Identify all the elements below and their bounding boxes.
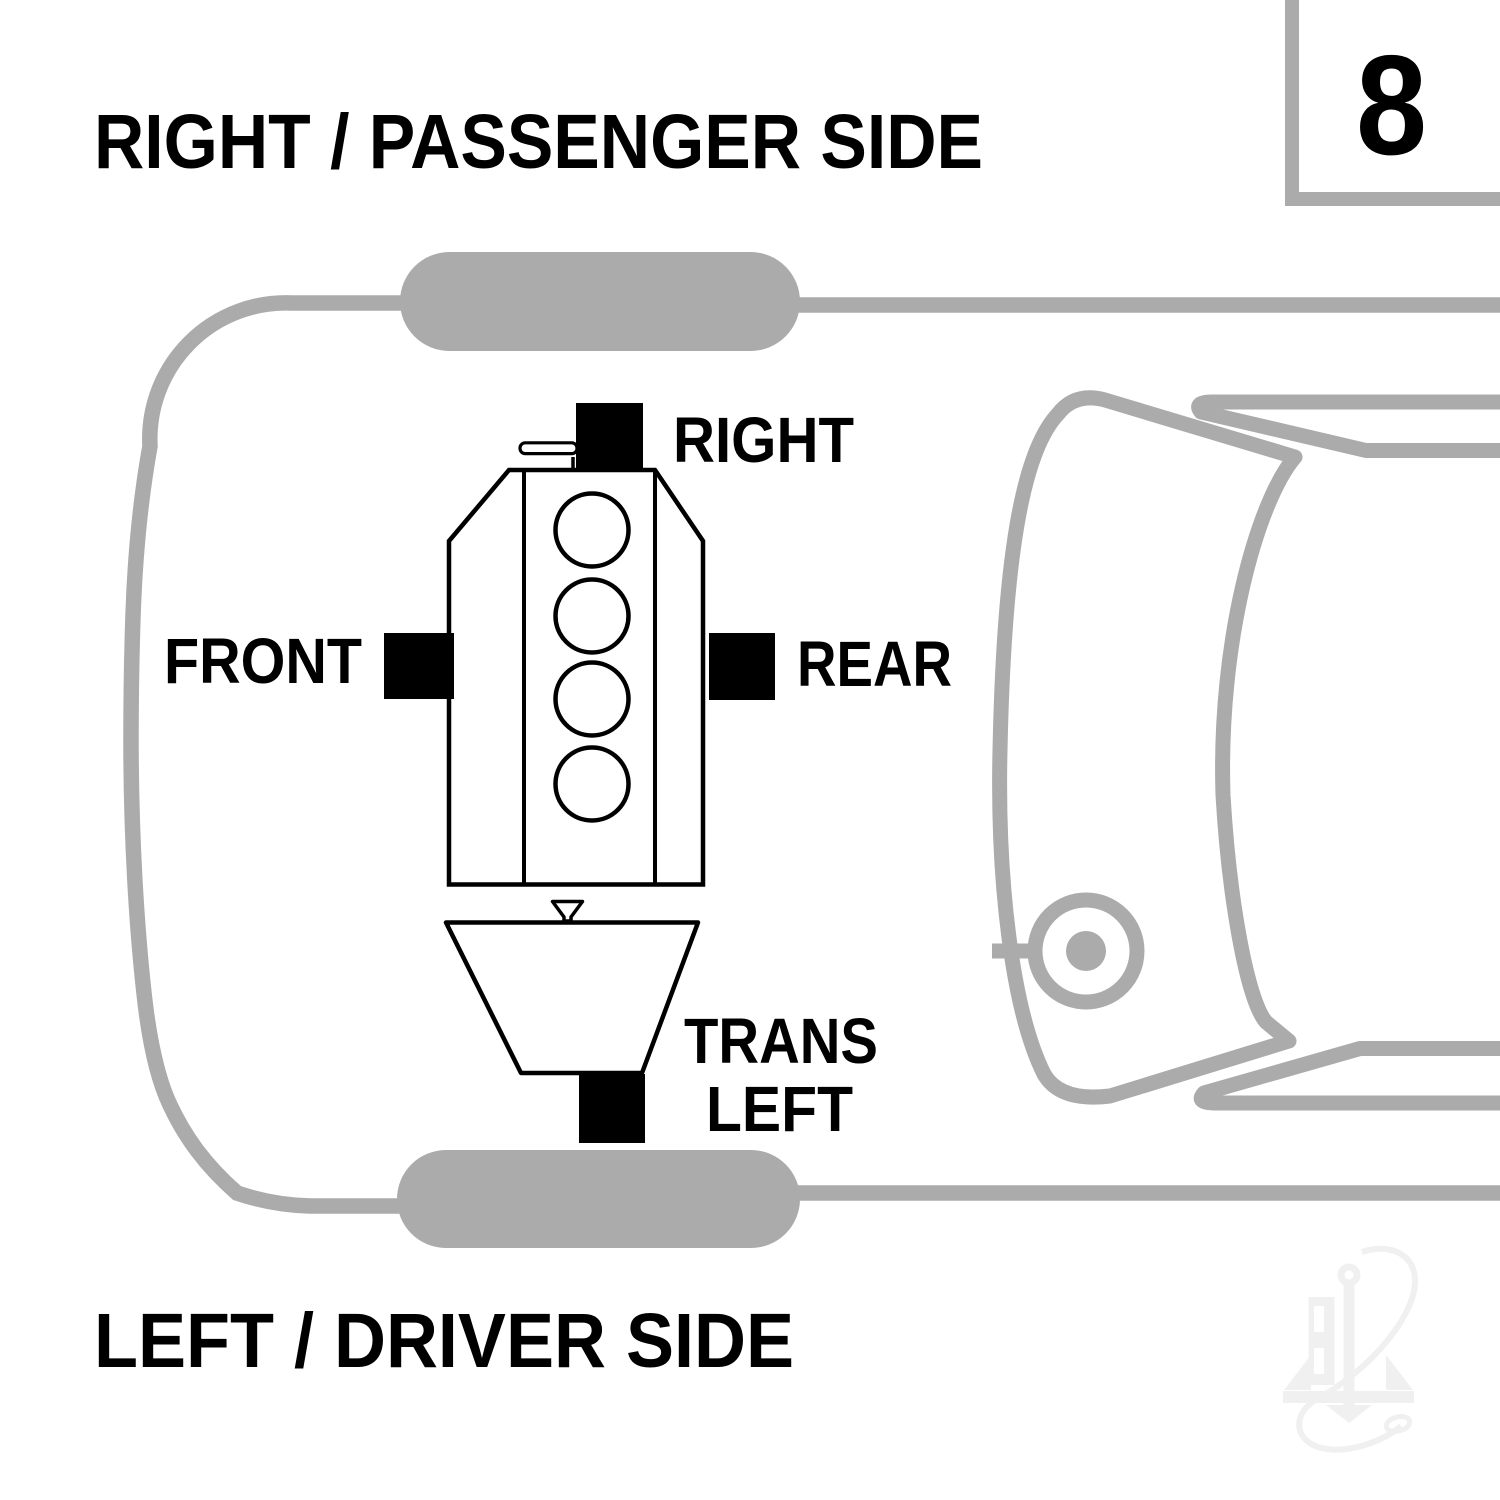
svg-text:FRONT: FRONT bbox=[164, 625, 362, 697]
svg-text:RIGHT / PASSENGER SIDE: RIGHT / PASSENGER SIDE bbox=[94, 99, 983, 185]
svg-text:LEFT / DRIVER SIDE: LEFT / DRIVER SIDE bbox=[94, 1298, 794, 1384]
svg-text:REAR: REAR bbox=[797, 628, 952, 700]
svg-text:LEFT: LEFT bbox=[706, 1073, 853, 1145]
svg-text:TRANS: TRANS bbox=[684, 1005, 878, 1077]
svg-text:RIGHT: RIGHT bbox=[673, 404, 854, 476]
svg-text:8: 8 bbox=[1356, 26, 1427, 185]
